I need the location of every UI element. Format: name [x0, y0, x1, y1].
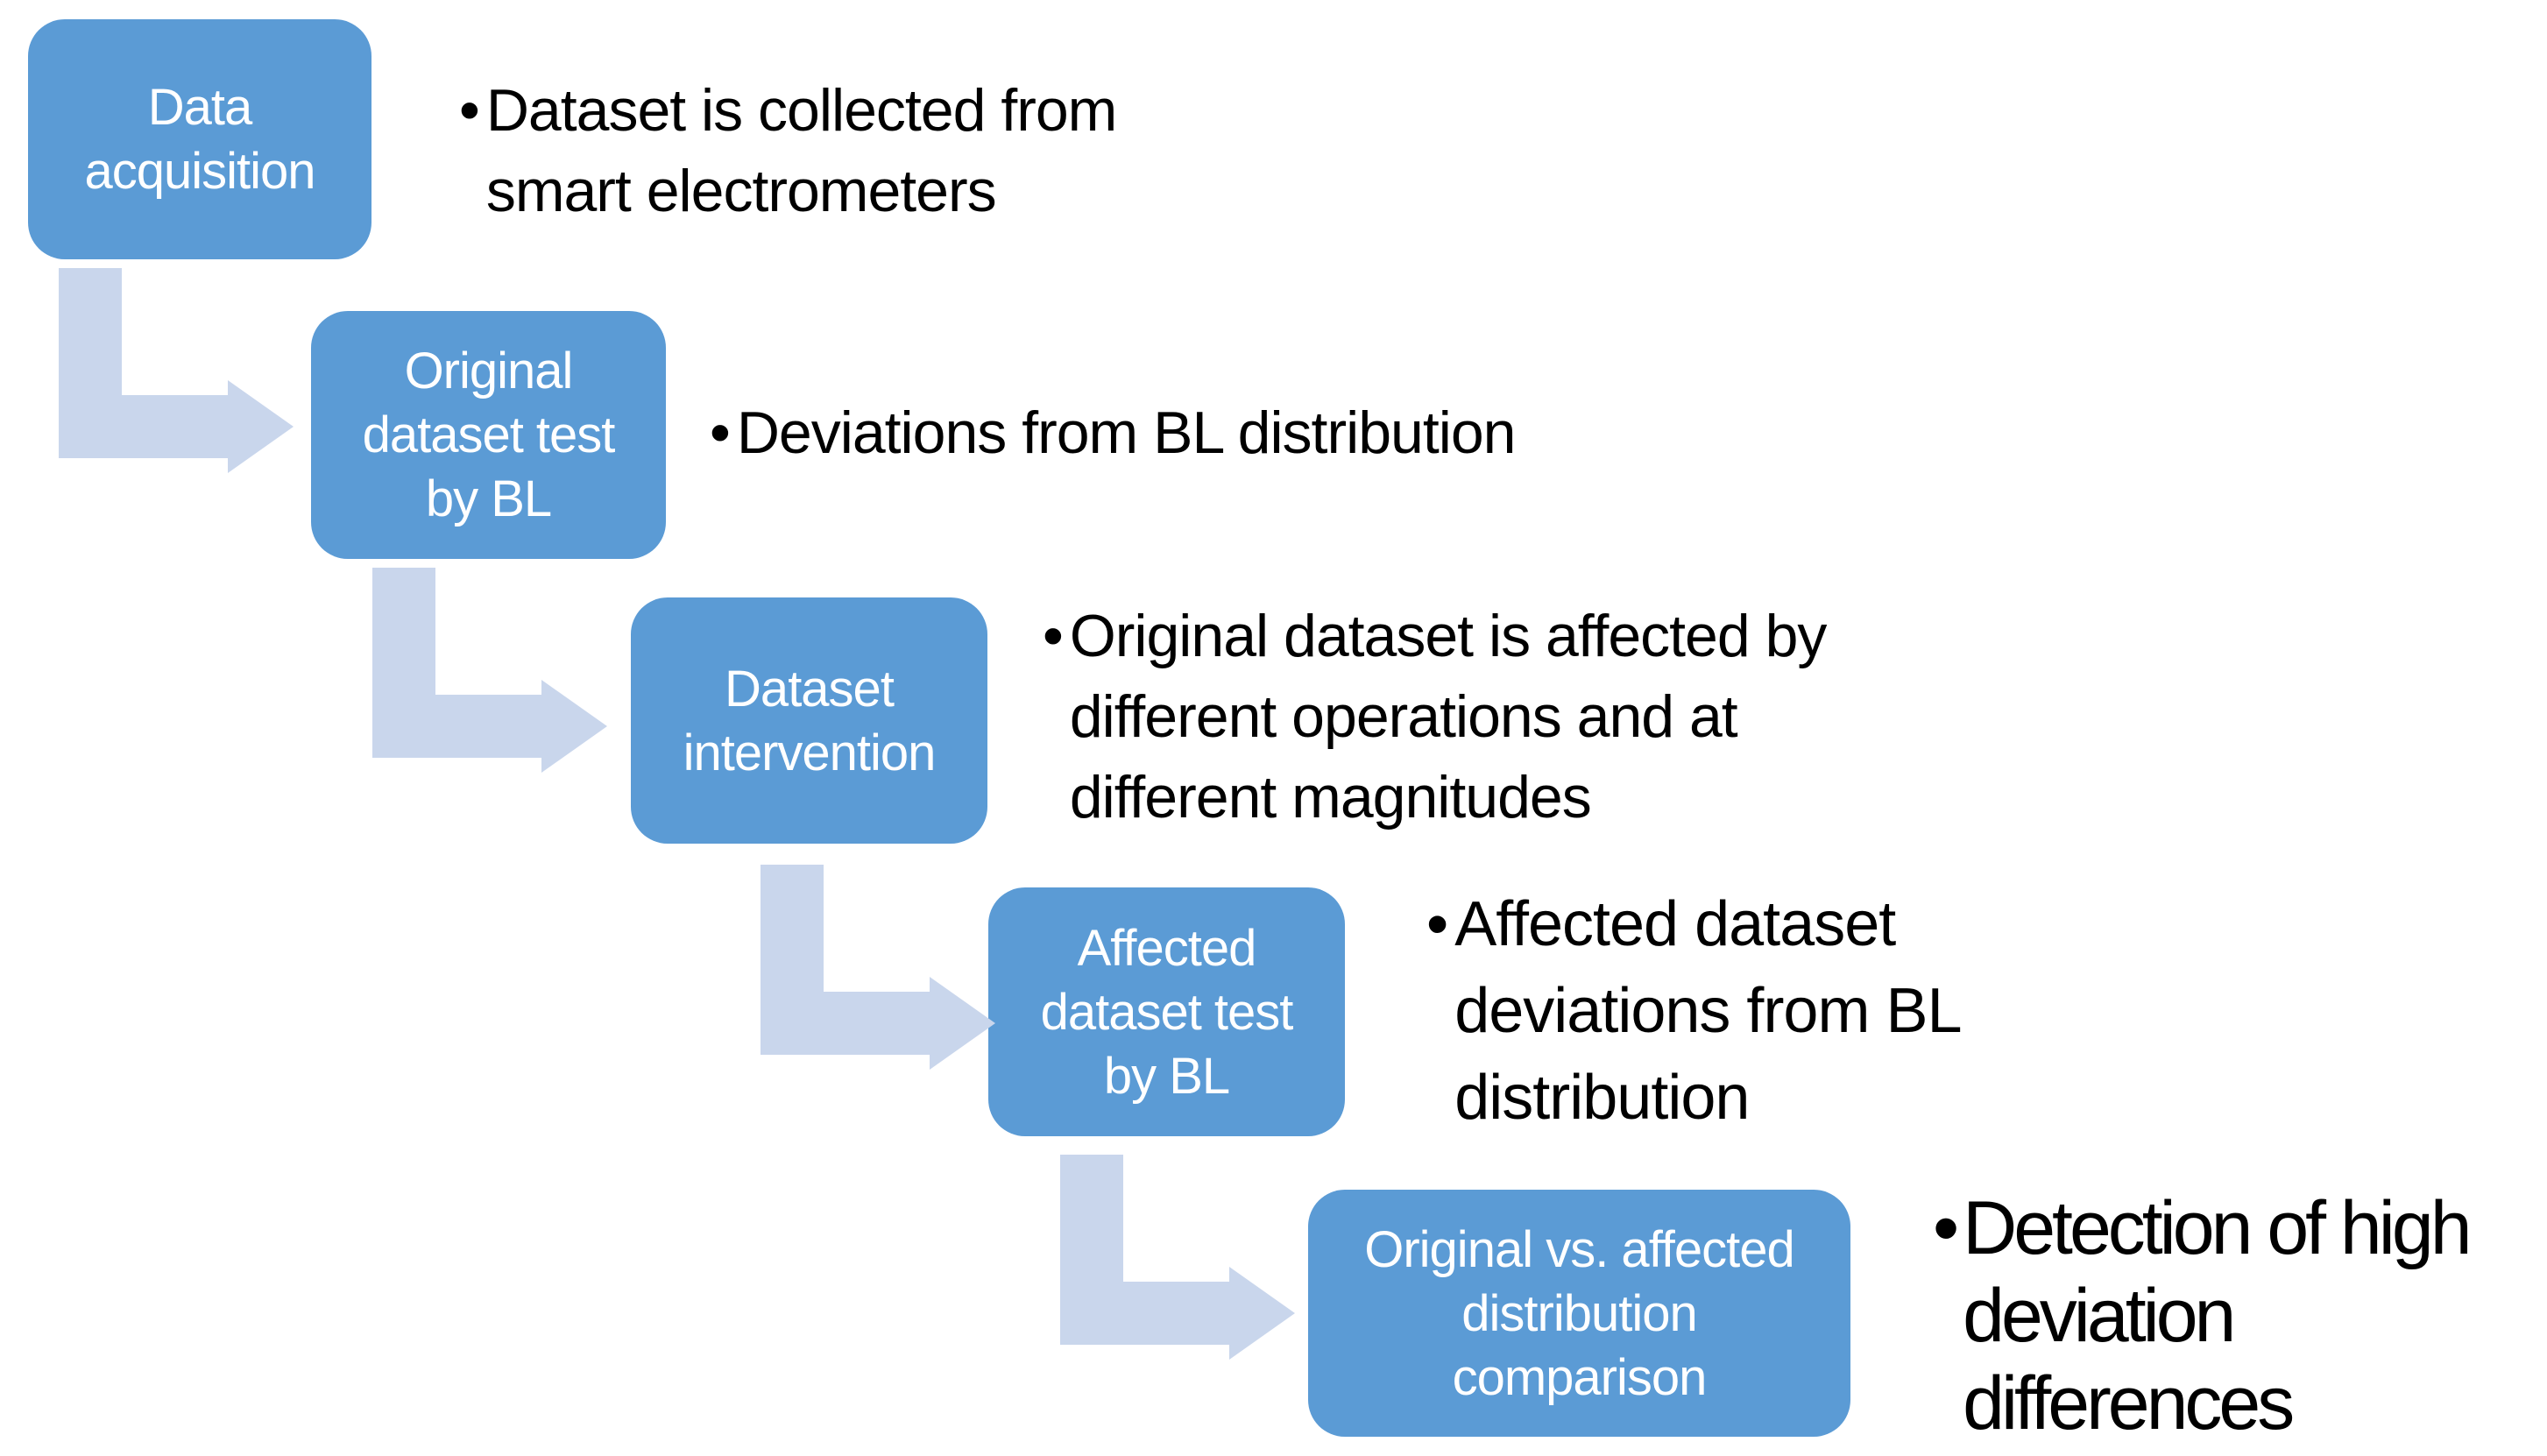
elbow-arrow-2 — [372, 568, 607, 773]
bullet-icon: • — [1043, 603, 1064, 669]
step-box-original-dataset-test: Original dataset test by BL — [311, 311, 666, 559]
elbow-arrow-4 — [1060, 1155, 1295, 1360]
step-box-label: Original vs. affected distribution compa… — [1364, 1220, 1795, 1406]
step-description-2: • Deviations from BL distribution — [710, 392, 1517, 473]
step-description-4: • Affected dataset deviations from BL di… — [1426, 881, 1963, 1141]
step-box-label: Original dataset test by BL — [362, 343, 616, 527]
arrow-shape — [372, 568, 607, 773]
step-box-affected-dataset-test: Affected dataset test by BL — [988, 887, 1345, 1136]
step-description-1: • Dataset is collected from smart electr… — [459, 70, 1118, 231]
bullet-icon: • — [1426, 889, 1448, 959]
step-box-distribution-comparison: Original vs. affected distribution compa… — [1308, 1190, 1850, 1437]
step-box-label: Affected dataset test by BL — [1040, 919, 1294, 1105]
step-box-dataset-intervention: Dataset intervention — [631, 597, 987, 844]
step-description-text: Dataset is collected from smart electrom… — [485, 77, 1118, 224]
bullet-icon: • — [459, 77, 480, 144]
step-description-5: • Detection of high deviation difference… — [1933, 1184, 2473, 1447]
step-box-data-acquisition: Data acquisition — [28, 19, 371, 259]
step-description-3: • Original dataset is affected by differ… — [1043, 596, 1828, 838]
arrow-shape — [59, 268, 294, 473]
step-description-text: Deviations from BL distribution — [736, 399, 1517, 466]
step-description-text: Affected dataset deviations from BL dist… — [1454, 889, 1962, 1133]
step-box-label: Dataset intervention — [683, 660, 937, 781]
step-box-label: Data acquisition — [84, 79, 315, 200]
elbow-arrow-3 — [761, 865, 995, 1070]
step-description-text: Detection of high deviation differences — [1963, 1186, 2472, 1445]
elbow-arrow-1 — [59, 268, 294, 473]
arrow-shape — [761, 865, 995, 1070]
bullet-icon: • — [1933, 1186, 1959, 1270]
bullet-icon: • — [710, 399, 731, 466]
arrow-shape — [1060, 1155, 1295, 1360]
step-description-text: Original dataset is affected by differen… — [1069, 603, 1828, 830]
